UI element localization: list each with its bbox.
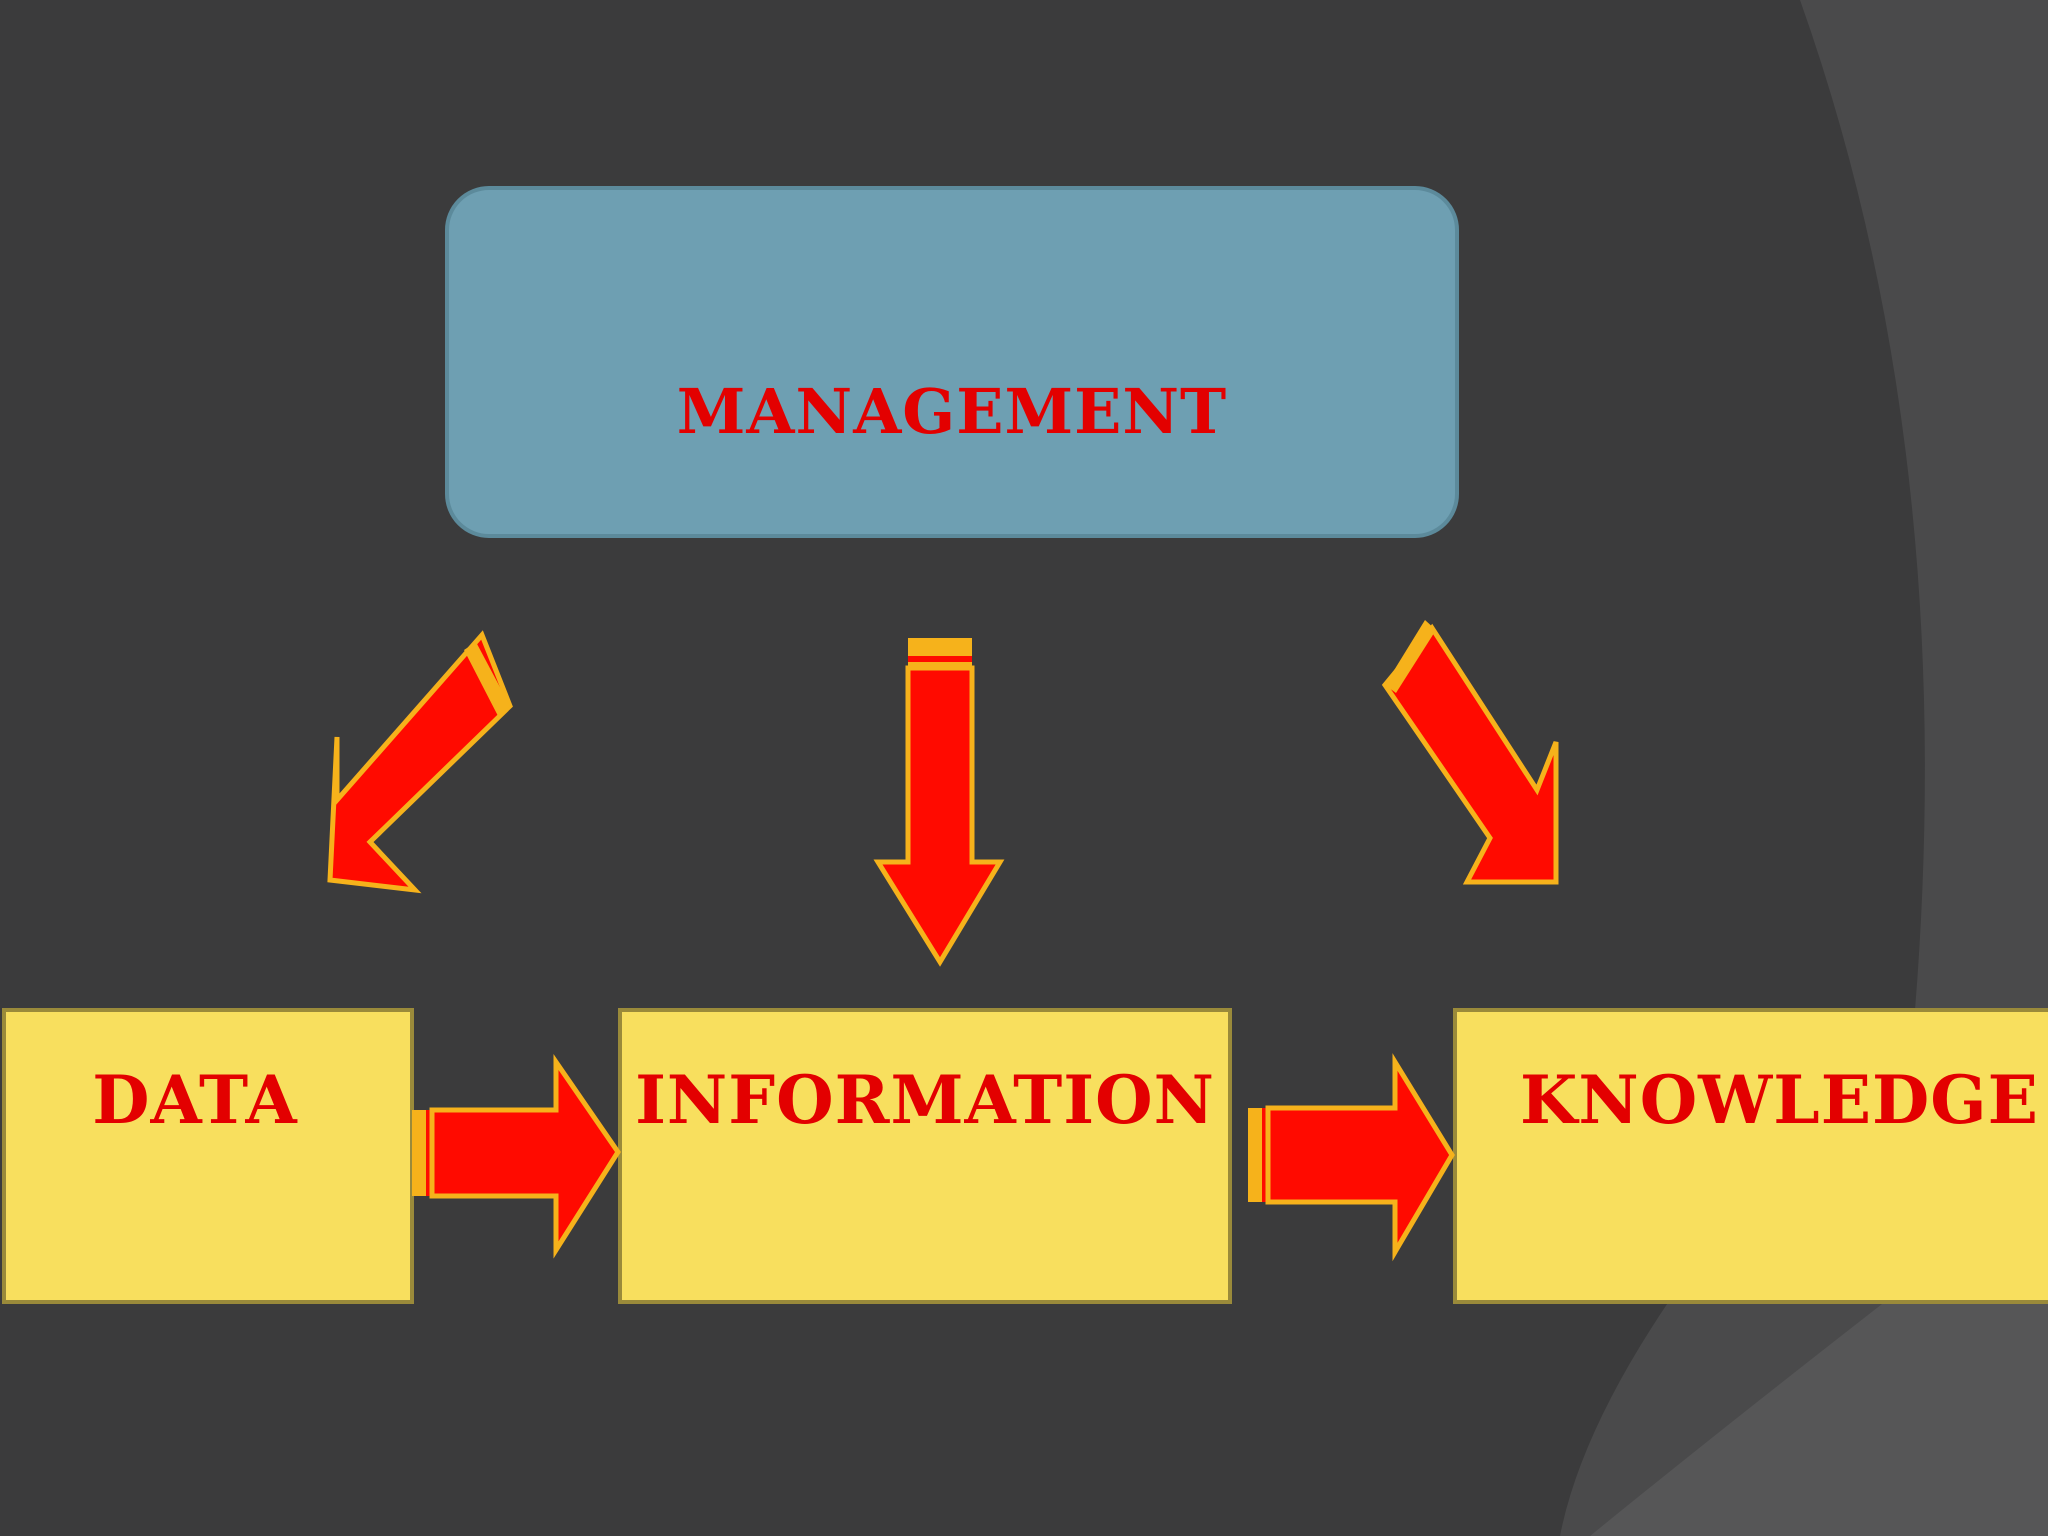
knowledge-label: KNOWLEDGE xyxy=(1520,1061,2039,1139)
information-box xyxy=(618,1008,1232,1304)
management-box xyxy=(445,186,1459,538)
data-box xyxy=(2,1008,414,1304)
background-curve-light xyxy=(1590,1290,2048,1536)
information-label: INFORMATION xyxy=(635,1061,1215,1139)
arrow-management-to-data xyxy=(327,630,513,894)
arrow-management-to-knowledge xyxy=(1381,620,1559,885)
arrow-information-to-knowledge xyxy=(1248,1053,1455,1262)
arrow-management-to-information xyxy=(873,638,1005,967)
data-label: DATA xyxy=(92,1061,298,1139)
arrow-data-to-information xyxy=(412,1053,621,1259)
management-label: MANAGEMENT xyxy=(676,375,1228,448)
knowledge-box xyxy=(1453,1008,2048,1304)
